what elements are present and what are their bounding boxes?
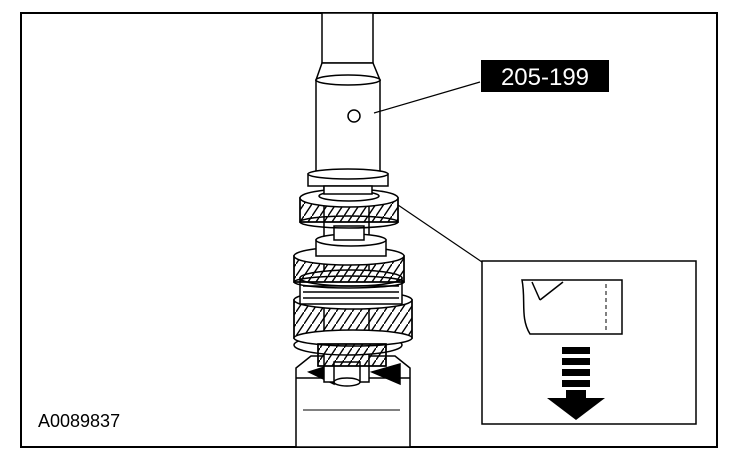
top-gear [299,188,399,229]
detail-inset [481,260,697,425]
lower-gear [293,290,413,367]
installer-tool [307,13,389,195]
callout-label: 205-199 [501,64,589,91]
callout-leader [373,81,481,114]
press-direction-arrow-icon [547,347,605,420]
detail-leader [397,204,483,263]
figure-id: A0089837 [38,411,120,431]
detail-seated-gear [521,279,623,335]
middle-gear [293,225,405,289]
callout-label-box [481,60,609,92]
